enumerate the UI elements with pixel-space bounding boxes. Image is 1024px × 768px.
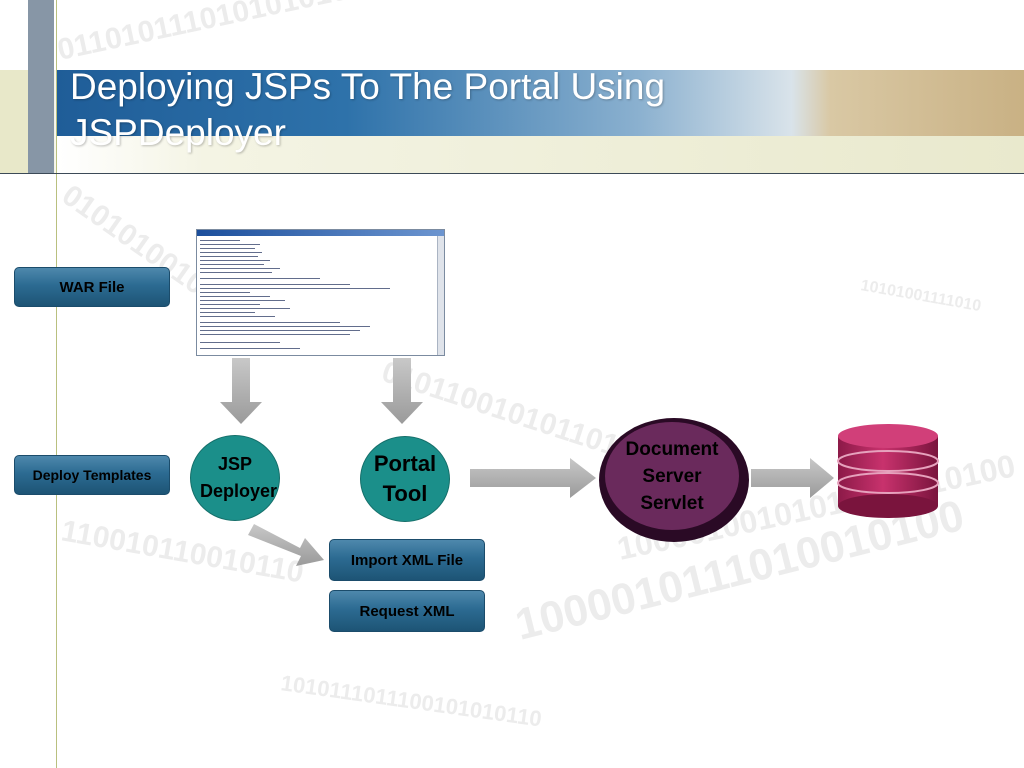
title-divider-line (0, 173, 1024, 174)
portal-tool-node: Portal Tool (360, 436, 450, 522)
request-xml-box: Request XML (329, 590, 485, 632)
left-divider-line (56, 0, 57, 768)
jsp-deployer-node: JSP Deployer (190, 435, 280, 521)
console-titlebar (197, 230, 444, 236)
jsp-deployer-label: JSP Deployer (200, 454, 278, 501)
console-screenshot (196, 229, 445, 356)
arrow-to-portal-tool (381, 358, 423, 424)
title-band-gradient (56, 70, 1024, 136)
arrow-to-document-server (470, 458, 596, 498)
slide-title: Deploying JSPs To The Portal Using JSPDe… (70, 66, 666, 153)
document-server-servlet-label: Document Server Servlet (625, 438, 719, 514)
document-server-servlet-label-wrap: Document Server Servlet (608, 432, 736, 520)
arrow-to-database (751, 458, 834, 498)
document-server-shape (599, 418, 749, 542)
import-xml-file-box: Import XML File (329, 539, 485, 581)
portal-tool-label: Portal Tool (373, 451, 437, 506)
left-accent-bar (28, 0, 54, 173)
arrow-to-import-xml (248, 524, 324, 566)
arrow-to-jsp-deployer (220, 358, 262, 424)
console-scrollbar (437, 236, 444, 355)
database-icon (837, 424, 939, 518)
war-file-box: WAR File (14, 267, 170, 307)
deploy-templates-box: Deploy Templates (14, 455, 170, 495)
